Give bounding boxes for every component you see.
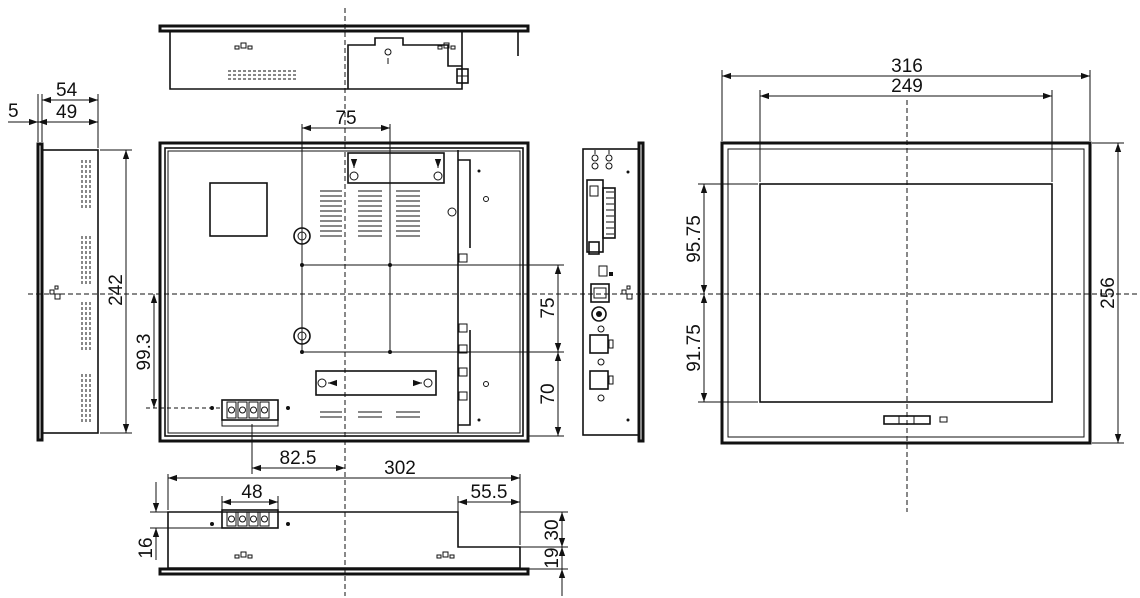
rear-view — [158, 141, 530, 443]
dim-16: 16 — [136, 537, 157, 558]
dim-242: 242 — [106, 274, 127, 306]
dim-91-75: 91.75 — [684, 324, 705, 372]
dim-99-3: 99.3 — [134, 334, 155, 371]
dim-249: 249 — [891, 76, 923, 97]
top-view — [158, 24, 530, 90]
dim-49: 49 — [56, 102, 77, 123]
front-view — [720, 141, 1092, 445]
dim-75-vertical: 75 — [538, 297, 559, 318]
dim-95-75: 95.75 — [684, 215, 705, 263]
dim-256: 256 — [1098, 277, 1119, 309]
bottom-view — [158, 509, 530, 576]
dim-48: 48 — [241, 482, 262, 503]
dim-302: 302 — [384, 458, 416, 479]
top-view-small-holes — [234, 42, 456, 50]
left-side-vent-columns — [81, 160, 91, 424]
dim-55-5: 55.5 — [471, 482, 508, 503]
dimension-lines — [8, 70, 1124, 596]
left-side-view — [36, 142, 99, 442]
rear-vents — [320, 190, 420, 418]
dim-316: 316 — [891, 56, 923, 77]
dim-19: 19 — [542, 547, 563, 568]
rear-power-terminal — [210, 399, 290, 427]
front-display-area — [759, 183, 1053, 403]
dim-30: 30 — [542, 519, 563, 540]
right-side-ports — [586, 150, 633, 422]
dim-54: 54 — [56, 80, 78, 101]
right-side-view — [582, 141, 645, 443]
dim-82-5: 82.5 — [280, 448, 317, 469]
dim-75-horizontal: 75 — [335, 108, 356, 129]
rear-label-plate — [209, 182, 268, 237]
top-view-vents — [228, 70, 297, 80]
dim-5: 5 — [8, 101, 19, 122]
dim-70: 70 — [538, 383, 559, 404]
